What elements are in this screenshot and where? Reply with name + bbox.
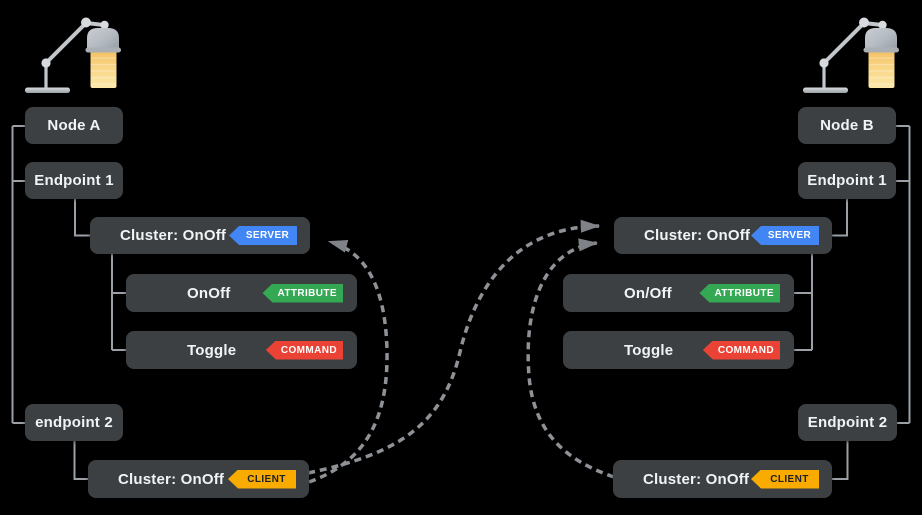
server-badge: SERVER — [229, 226, 297, 245]
node-a-endpoint-2-box: endpoint 2 — [25, 404, 123, 441]
endpoint-label: endpoint 2 — [35, 414, 113, 431]
endpoint-label: Endpoint 1 — [34, 172, 114, 189]
node-b-toggle-command-box: Toggle COMMAND — [563, 331, 794, 369]
command-badge: COMMAND — [702, 340, 780, 360]
command-label: Toggle — [187, 341, 237, 359]
node-b-tree-connectors — [794, 125, 911, 480]
node-b-server-cluster-box: Cluster: OnOff SERVER — [614, 217, 832, 254]
node-a-endpoint-1-box: Endpoint 1 — [25, 162, 123, 199]
attribute-badge: ATTRIBUTE — [699, 283, 780, 303]
attribute-label: On/Off — [624, 284, 672, 302]
node-a-onoff-attribute-box: OnOff ATTRIBUTE — [126, 274, 357, 312]
attribute-badge: ATTRIBUTE — [262, 283, 343, 303]
binding-arrow-b-client-to-b-server — [526, 238, 615, 479]
client-badge: CLIENT — [228, 469, 296, 489]
node-b-box: Node B — [798, 107, 896, 144]
cluster-label: Cluster: OnOff — [118, 470, 225, 488]
node-a-box: Node A — [25, 107, 123, 144]
cluster-label: Cluster: OnOff — [120, 227, 227, 244]
desk-lamp-icon — [23, 15, 123, 95]
attribute-label: OnOff — [187, 284, 231, 302]
node-b-onoff-attribute-box: On/Off ATTRIBUTE — [563, 274, 794, 312]
command-label: Toggle — [624, 341, 674, 359]
node-a-server-cluster-box: Cluster: OnOff SERVER — [90, 217, 310, 254]
node-a-tree-connectors — [11, 125, 126, 480]
server-badge: SERVER — [751, 226, 819, 245]
node-a-client-cluster-box: Cluster: OnOff CLIENT — [88, 460, 309, 498]
desk-lamp-icon — [801, 15, 901, 95]
command-badge: COMMAND — [265, 340, 343, 360]
binding-arrow-a-client-to-b-server — [307, 219, 601, 475]
node-b-client-cluster-box: Cluster: OnOff CLIENT — [613, 460, 832, 498]
node-b-label: Node B — [820, 117, 874, 134]
cluster-label: Cluster: OnOff — [644, 227, 751, 244]
node-a-toggle-command-box: Toggle COMMAND — [126, 331, 357, 369]
node-a-label: Node A — [47, 117, 101, 134]
cluster-label: Cluster: OnOff — [643, 470, 750, 488]
endpoint-label: Endpoint 1 — [807, 172, 887, 189]
client-badge: CLIENT — [751, 469, 819, 489]
node-b-endpoint-2-box: Endpoint 2 — [798, 404, 897, 441]
node-b-endpoint-1-box: Endpoint 1 — [798, 162, 896, 199]
endpoint-label: Endpoint 2 — [807, 414, 888, 431]
